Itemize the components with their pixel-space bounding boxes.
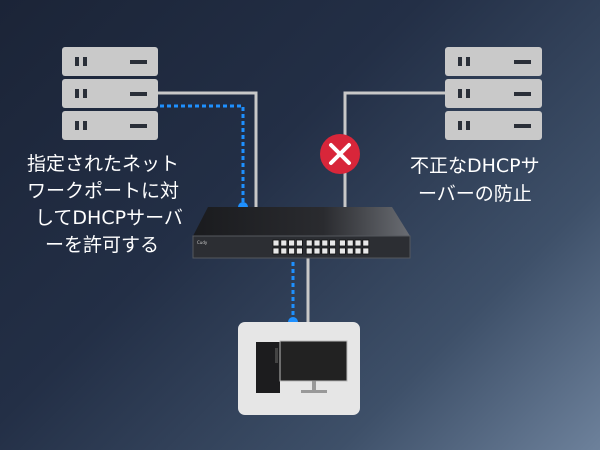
left-server-stack [62, 47, 158, 140]
switch-port [362, 239, 370, 247]
switch-port [288, 247, 296, 255]
switch-port [295, 239, 303, 247]
server-unit [62, 47, 158, 76]
switch-port [338, 239, 346, 247]
left-caption-line: してDHCPサーバ [35, 207, 183, 229]
monitor [279, 340, 348, 382]
switch-port [354, 239, 362, 247]
switch-port [305, 247, 313, 255]
switch-port [313, 247, 321, 255]
server-unit [62, 111, 158, 140]
blocked-x-icon [320, 134, 360, 174]
switch-port [354, 247, 362, 255]
switch-port [280, 239, 288, 247]
right-caption-line: 不正なDHCPサ [410, 155, 540, 177]
client-computer [238, 322, 360, 415]
left-caption-line: 指定されたネット [27, 153, 179, 175]
server-unit [62, 79, 158, 108]
switch-port [280, 247, 288, 255]
left-cable [158, 91, 258, 208]
server-unit [445, 47, 542, 76]
switch-port [329, 239, 337, 247]
left-caption: 指定されたネット ワークポートに対 してDHCPサーバ ーを許可する [27, 153, 183, 256]
switch-ports [272, 239, 370, 255]
switch-port [362, 247, 370, 255]
switch-port [329, 247, 337, 255]
switch-port [346, 239, 354, 247]
switch-port [295, 247, 303, 255]
left-caption-line: ワークポートに対 [27, 180, 179, 202]
left-caption-line: ーを許可する [45, 234, 159, 256]
switch-port [272, 239, 280, 247]
switch-port [313, 239, 321, 247]
network-switch: Cudy [192, 207, 411, 259]
switch-port [321, 247, 329, 255]
switch-port [305, 239, 313, 247]
right-server-stack [445, 47, 542, 140]
allowed-dhcp-path [160, 104, 245, 206]
right-caption: 不正なDHCPサ ーバーの防止 [410, 155, 540, 205]
switch-port [321, 239, 329, 247]
switch-port [272, 247, 280, 255]
switch-port [288, 239, 296, 247]
server-unit [445, 111, 542, 140]
right-caption-line: ーバーの防止 [418, 183, 532, 205]
switch-port [338, 247, 346, 255]
server-unit [445, 79, 542, 108]
switch-port [346, 247, 354, 255]
switch-brand-logo: Cudy [197, 240, 208, 245]
